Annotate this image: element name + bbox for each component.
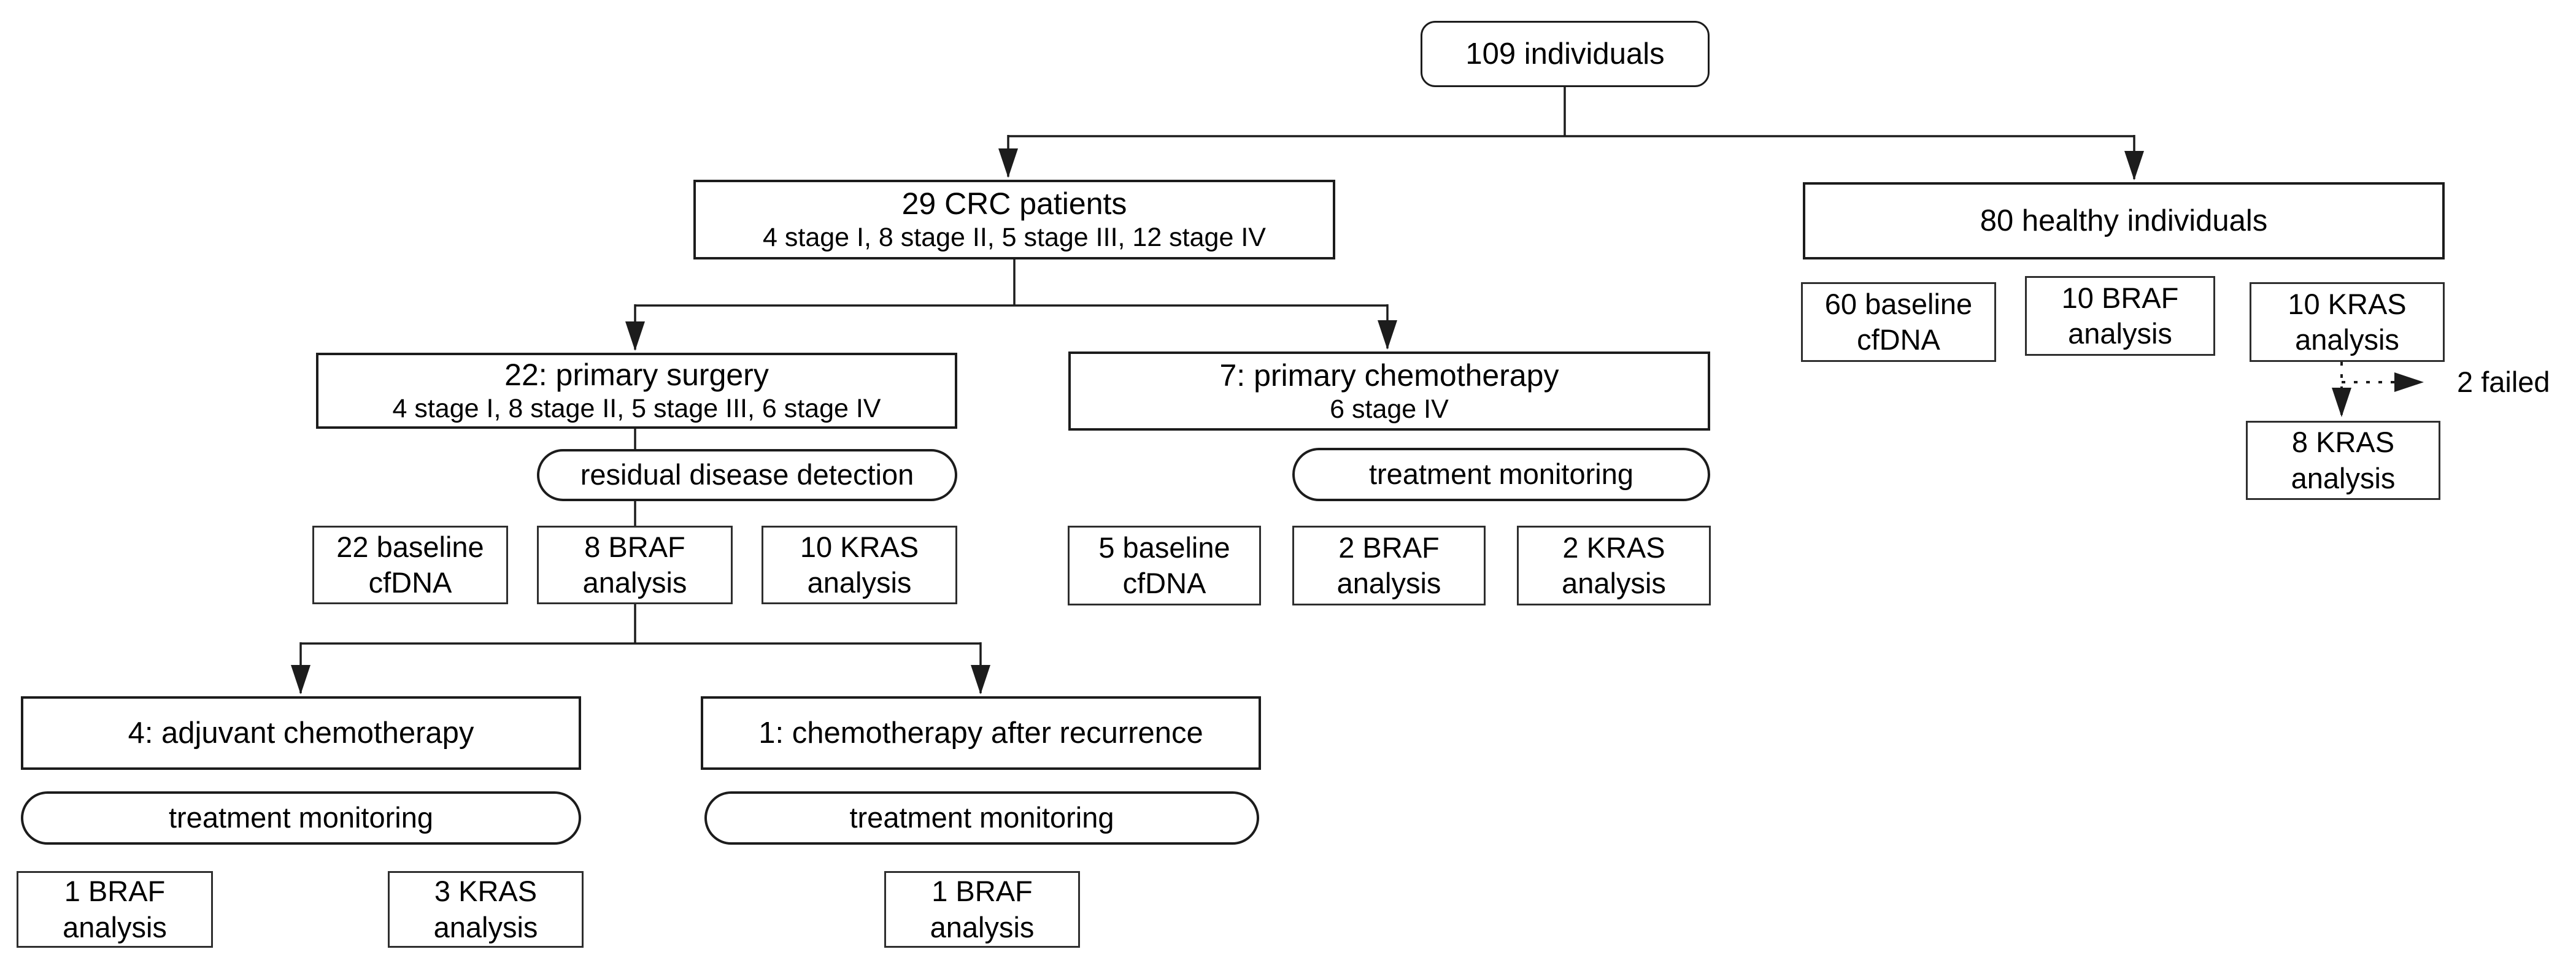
node-label: treatment monitoring xyxy=(849,801,1114,834)
node-primary-surgery: 22: primary surgery 4 stage I, 8 stage I… xyxy=(316,353,957,429)
node-label: treatment monitoring xyxy=(1368,458,1634,491)
node-title: 7: primary chemotherapy xyxy=(1219,358,1559,393)
node-healthy-kras-analysis: 10 KRAS analysis xyxy=(2250,282,2445,362)
node-line2: analysis xyxy=(2068,317,2172,350)
node-chemo-braf-analysis: 2 BRAF analysis xyxy=(1292,526,1486,605)
node-recurrence-treatment-monitoring: treatment monitoring xyxy=(704,791,1259,845)
node-residual-disease-detection: residual disease detection xyxy=(537,449,957,501)
node-line2: analysis xyxy=(1336,567,1441,599)
node-healthy-individuals: 80 healthy individuals xyxy=(1803,182,2445,259)
node-line2: analysis xyxy=(2295,323,2399,356)
node-recurrence-braf-analysis: 1 BRAF analysis xyxy=(884,871,1080,948)
node-chemotherapy-after-recurrence: 1: chemotherapy after recurrence xyxy=(701,696,1261,770)
node-healthy-baseline-cfdna: 60 baseline cfDNA xyxy=(1801,282,1996,362)
node-line2: analysis xyxy=(63,910,167,943)
node-label: residual disease detection xyxy=(580,458,914,491)
node-line1: 10 BRAF xyxy=(2061,281,2179,314)
node-title: 4: adjuvant chemotherapy xyxy=(128,716,474,750)
node-line1: 1 BRAF xyxy=(64,875,166,908)
node-subtitle: 4 stage I, 8 stage II, 5 stage III, 12 s… xyxy=(763,223,1266,253)
node-chemo-treatment-monitoring: treatment monitoring xyxy=(1292,448,1710,501)
node-line1: 22 baseline xyxy=(336,530,484,563)
node-crc-patients: 29 CRC patients 4 stage I, 8 stage II, 5… xyxy=(693,180,1335,259)
node-adjuvant-braf-analysis: 1 BRAF analysis xyxy=(17,871,213,948)
node-line2: analysis xyxy=(2291,461,2396,494)
node-line1: 1 BRAF xyxy=(931,875,1033,908)
node-adjuvant-treatment-monitoring: treatment monitoring xyxy=(21,791,581,845)
node-line2: analysis xyxy=(582,566,687,599)
node-title: 1: chemotherapy after recurrence xyxy=(758,716,1203,750)
node-subtitle: 4 stage I, 8 stage II, 5 stage III, 6 st… xyxy=(392,394,881,424)
node-line1: 2 KRAS xyxy=(1562,531,1665,564)
node-109-individuals: 109 individuals xyxy=(1421,21,1710,87)
node-line1: 10 KRAS xyxy=(800,530,919,563)
node-subtitle: 6 stage IV xyxy=(1330,394,1449,424)
node-chemo-kras-analysis: 2 KRAS analysis xyxy=(1517,526,1711,605)
node-line1: 3 KRAS xyxy=(434,875,538,908)
node-title: 29 CRC patients xyxy=(901,186,1127,221)
node-surgery-kras-analysis: 10 KRAS analysis xyxy=(762,526,957,604)
node-primary-chemotherapy: 7: primary chemotherapy 6 stage IV xyxy=(1068,351,1710,431)
node-adjuvant-chemotherapy: 4: adjuvant chemotherapy xyxy=(21,696,581,770)
node-title: 80 healthy individuals xyxy=(1980,204,2268,237)
node-title: 22: primary surgery xyxy=(504,358,769,393)
node-healthy-kras-final: 8 KRAS analysis xyxy=(2246,421,2440,500)
failed-note: 2 failed xyxy=(2457,366,2550,398)
node-adjuvant-kras-analysis: 3 KRAS analysis xyxy=(388,871,584,948)
node-line1: 8 KRAS xyxy=(2291,426,2395,459)
node-line1: 60 baseline xyxy=(1824,287,1973,320)
node-line2: analysis xyxy=(930,910,1035,943)
node-line1: 10 KRAS xyxy=(2288,287,2407,320)
node-surgery-baseline-cfdna: 22 baseline cfDNA xyxy=(312,526,508,604)
node-healthy-braf-analysis: 10 BRAF analysis xyxy=(2025,276,2215,356)
node-line2: cfDNA xyxy=(1122,567,1206,599)
node-line2: analysis xyxy=(1562,567,1666,599)
node-line2: cfDNA xyxy=(368,566,452,599)
node-line1: 2 BRAF xyxy=(1338,531,1440,564)
node-line1: 5 baseline xyxy=(1098,531,1230,564)
node-line2: cfDNA xyxy=(1857,323,1940,356)
node-line1: 8 BRAF xyxy=(584,530,685,563)
node-label: 109 individuals xyxy=(1465,37,1665,71)
node-line2: analysis xyxy=(807,566,912,599)
node-chemo-baseline-cfdna: 5 baseline cfDNA xyxy=(1068,526,1261,605)
node-line2: analysis xyxy=(433,910,538,943)
node-surgery-braf-analysis: 8 BRAF analysis xyxy=(537,526,733,604)
node-label: treatment monitoring xyxy=(168,801,434,834)
